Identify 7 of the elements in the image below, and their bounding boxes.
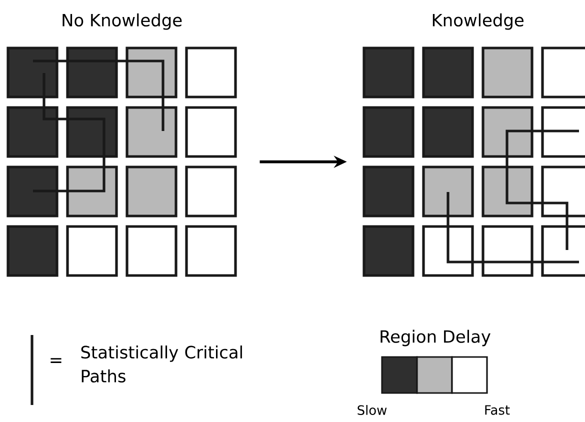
- legend-text: Statistically Critical Paths: [81, 346, 242, 382]
- scale-label: Slow: [358, 405, 387, 416]
- grid-heading: No Knowledge: [62, 13, 182, 30]
- scale-label: Fast: [485, 405, 510, 415]
- grid-heading: Knowledge: [432, 13, 524, 30]
- equals-sign: =: [50, 358, 62, 363]
- legend-title: Region Delay: [380, 330, 490, 346]
